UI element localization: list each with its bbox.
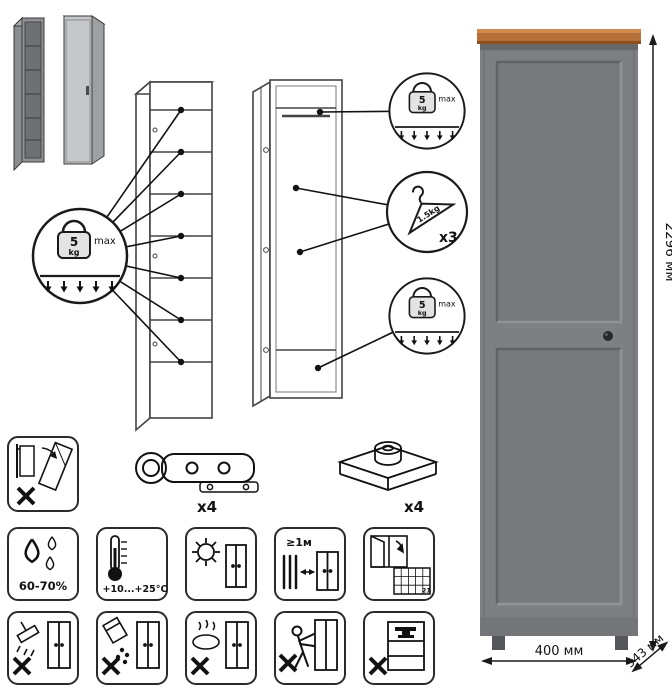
mini-wardrobe-icon (136, 621, 160, 669)
hinge-count-label: x4 (197, 498, 217, 516)
callout-top-load: 5 kg max (388, 72, 466, 150)
height-label: 2296 мм (662, 222, 672, 281)
door-upper-panel (495, 60, 623, 324)
load-max-label: max (438, 94, 456, 103)
load-unit: kg (418, 309, 427, 317)
shelf-cabinet-diagram (133, 80, 215, 432)
icon-no-abrasives (96, 611, 168, 685)
solvent-sponge-icon (192, 619, 220, 650)
depth-label: 543 мм (623, 631, 666, 671)
icon-no-wet-cleaning (7, 611, 79, 685)
x-mark (12, 656, 32, 676)
load-max-label: max (94, 236, 116, 247)
dim-depth: 543 мм (623, 631, 669, 673)
open-cabinet-diagram (252, 79, 343, 408)
mini-wardrobe-icon (316, 551, 339, 591)
dim-width: 400 мм (481, 644, 637, 665)
thumbnail-open-cabinet (12, 16, 46, 172)
icon-foot: x4 (337, 441, 439, 516)
mini-wardrobe-icon (225, 621, 249, 669)
thumbnail-handle (86, 86, 89, 95)
x-mark (190, 656, 210, 676)
distance-label: ≥1м (286, 536, 312, 549)
wardrobe-foot-left (492, 636, 505, 650)
callout-shelf-load: 5 kg max (31, 207, 129, 305)
hanger-count-label: x3 (439, 230, 458, 246)
icon-distance: ≥1м (274, 527, 346, 601)
load-value: 5 (419, 95, 426, 106)
calendar-icon: 21 (393, 567, 432, 595)
x-mark (278, 653, 298, 673)
wardrobe-foot-right (615, 636, 628, 650)
x-mark (368, 656, 388, 676)
load-unit: kg (68, 248, 79, 257)
icon-no-solvents (185, 611, 257, 685)
icon-ventilation: 21 (363, 527, 435, 601)
icon-no-climbing (274, 611, 346, 685)
load-unit: kg (418, 104, 427, 112)
water-drops-icon (24, 536, 57, 571)
icon-hinge: x4 (135, 452, 259, 516)
weight-icon: 5 kg (408, 287, 436, 319)
callout-hanger: 1.5kg x3 (385, 170, 469, 254)
weight-icon: 5 kg (408, 82, 436, 114)
load-value: 5 (70, 235, 78, 249)
temperature-label: +10...+25°С (103, 584, 168, 595)
door-lower-panel (495, 347, 623, 606)
sun-icon (192, 538, 220, 566)
thumbnail-closed-cabinet (62, 15, 106, 165)
wet-brush-icon (16, 621, 40, 657)
callout-dots (177, 106, 324, 372)
icon-anti-tip (7, 436, 79, 512)
calendar-day-label: 21 (422, 587, 432, 595)
thermometer-icon (108, 535, 127, 581)
icon-temperature: +10...+25°С (96, 527, 168, 601)
x-mark (101, 656, 121, 676)
weight-icon: 5 kg (57, 219, 91, 259)
anvil-icon (395, 627, 416, 638)
cabinet-icon (387, 621, 425, 671)
mini-wardrobe-icon (314, 619, 338, 671)
distance-arrow (300, 569, 315, 575)
mini-wardrobe-icon (225, 544, 247, 588)
icon-sunlight (185, 527, 257, 601)
load-value: 5 (419, 300, 426, 311)
callout-bottom-load: 5 kg max (388, 277, 466, 355)
wardrobe-render (477, 29, 641, 650)
icon-humidity: 60-70% (7, 527, 79, 601)
abrasive-shaker-icon (101, 616, 130, 665)
person-icon (291, 625, 315, 669)
open-window-icon (370, 535, 408, 568)
width-label: 400 мм (535, 644, 584, 659)
door-knob (603, 331, 613, 341)
load-max-label: max (438, 299, 456, 308)
x-mark (16, 486, 36, 506)
foot-count-label: x4 (404, 498, 424, 516)
humidity-label: 60-70% (19, 579, 68, 593)
radiator-icon (282, 554, 298, 590)
dim-height: 2296 мм (649, 34, 672, 652)
mini-wardrobe-icon (47, 621, 71, 669)
icon-no-heavy-load (363, 611, 435, 685)
